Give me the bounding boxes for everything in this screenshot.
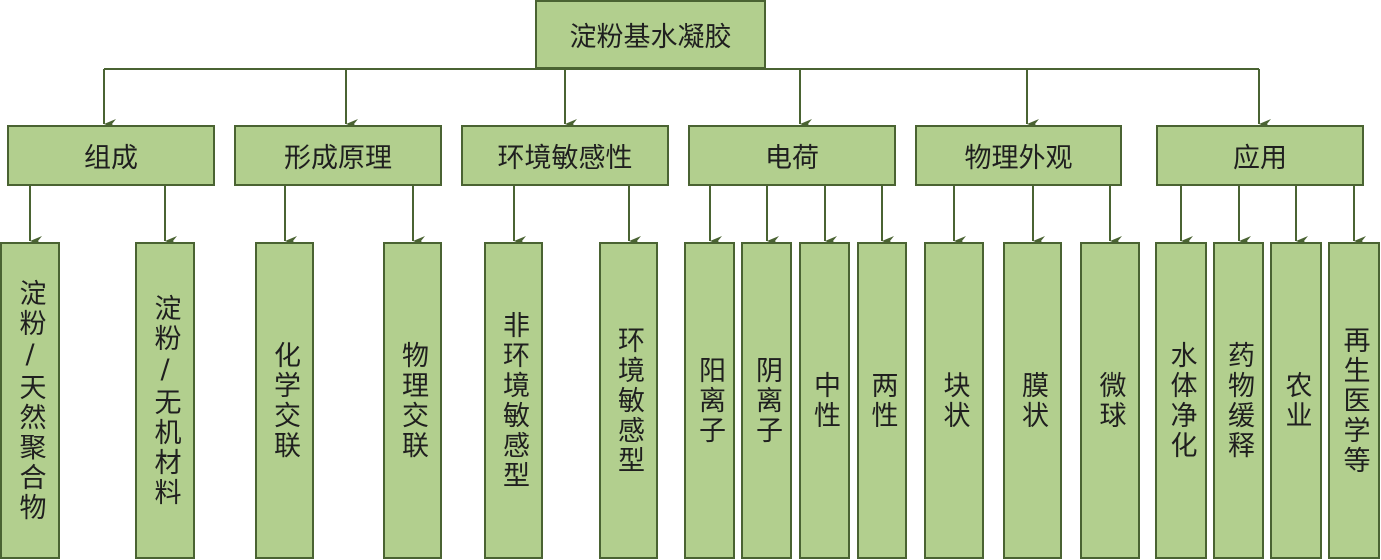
subcategory-node: 水体净化 [1155,242,1207,559]
subcategory-node: 环境敏感型 [599,242,658,559]
subcategory-node: 淀粉/无机材料 [135,242,195,559]
subcategory-node: 膜状 [1003,242,1062,559]
subcategory-node: 淀粉/天然聚合物 [0,242,60,559]
subcategory-node: 块状 [924,242,984,559]
subcategory-node: 阳离子 [684,242,735,559]
subcategory-node: 非环境敏感型 [484,242,543,559]
category-node: 环境敏感性 [461,125,669,186]
category-node: 应用 [1156,125,1364,186]
subcategory-node: 农业 [1270,242,1322,559]
subcategory-node: 药物缓释 [1213,242,1264,559]
category-node: 形成原理 [234,125,442,186]
root-node: 淀粉基水凝胶 [535,0,766,69]
subcategory-node: 化学交联 [255,242,314,559]
category-node: 物理外观 [915,125,1122,186]
category-node: 组成 [7,125,215,186]
subcategory-node: 中性 [799,242,850,559]
subcategory-node: 微球 [1080,242,1140,559]
subcategory-node: 物理交联 [383,242,442,559]
subcategory-node: 阴离子 [741,242,792,559]
category-node: 电荷 [688,125,896,186]
subcategory-node: 两性 [857,242,907,559]
subcategory-node: 再生医学等 [1328,242,1380,559]
